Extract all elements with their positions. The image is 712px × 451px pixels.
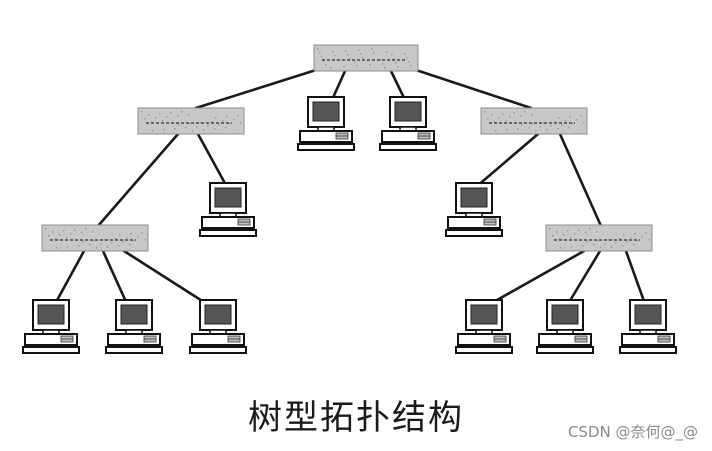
link-switch-left-bottom-to-pc-lb-3 — [122, 249, 209, 306]
pc-left-mid-computer-icon — [199, 182, 257, 237]
diagram-caption: 树型拓扑结构 — [248, 398, 464, 438]
link-switch-right-bottom-to-pc-rb-3 — [624, 249, 647, 306]
switch-left-switch-icon — [137, 107, 245, 135]
pc-root-2-computer-icon — [379, 96, 437, 151]
switch-right-bottom-switch-icon — [545, 224, 653, 252]
pc-lb-3-computer-icon — [189, 299, 247, 354]
pc-root-1-computer-icon — [297, 96, 355, 151]
pc-lb-1-computer-icon — [22, 299, 80, 354]
link-switch-left-to-switch-left-bottom — [96, 132, 180, 228]
csdn-watermark: CSDN @奈何@_@ — [567, 423, 698, 441]
link-switch-right-bottom-to-pc-rb-1 — [488, 249, 586, 306]
switch-right-switch-icon — [480, 107, 588, 135]
link-root-switch-to-pc-root-2 — [389, 69, 407, 102]
link-switch-left-to-pc-left-mid — [196, 132, 229, 189]
switch-left-bottom-switch-icon — [41, 224, 149, 252]
link-switch-right-to-pc-right-mid — [474, 132, 540, 189]
link-switch-right-bottom-to-pc-rb-2 — [566, 249, 602, 306]
pc-rb-2-computer-icon — [536, 299, 594, 354]
link-switch-left-bottom-to-pc-lb-2 — [101, 249, 129, 306]
pc-rb-3-computer-icon — [619, 299, 677, 354]
link-switch-left-bottom-to-pc-lb-1 — [53, 249, 86, 306]
network-nodes — [22, 44, 677, 354]
pc-lb-2-computer-icon — [105, 299, 163, 354]
link-root-switch-to-switch-left — [194, 68, 318, 110]
pc-right-mid-computer-icon — [445, 182, 503, 237]
root-switch-switch-icon — [313, 44, 419, 72]
link-root-switch-to-pc-root-1 — [330, 69, 347, 102]
pc-rb-1-computer-icon — [455, 299, 513, 354]
connection-lines — [53, 68, 647, 306]
link-root-switch-to-switch-right — [414, 68, 533, 110]
link-switch-right-to-switch-right-bottom — [558, 132, 603, 228]
